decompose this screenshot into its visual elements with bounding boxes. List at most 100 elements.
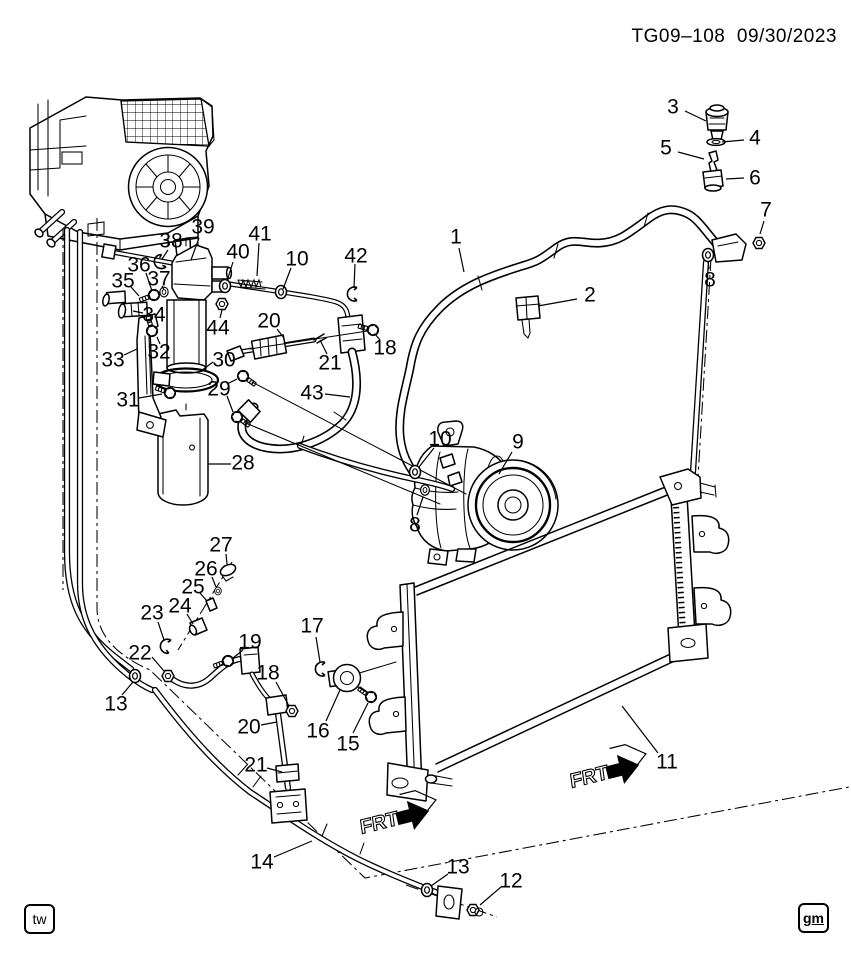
bracket-33 [136,313,162,431]
callout-13: 13 [446,856,469,879]
callout-leader-19 [232,649,244,659]
callout-leader-4 [721,139,745,143]
callout-leader-41 [256,242,260,277]
callout-20: 20 [257,310,280,333]
txv-block [171,244,213,301]
callout-29: 29 [207,378,230,401]
callout-leader-23 [157,621,165,641]
callout-leader-21 [319,339,328,355]
callout-10: 10 [285,248,308,271]
pipe-14 [151,686,463,920]
callout-37: 37 [147,268,170,291]
callout-leader-39 [190,237,200,261]
callout-leader-9 [498,451,513,475]
callout-leader-12 [479,886,502,906]
callout-leader-21 [266,767,283,773]
frt-arrowhead [605,754,640,785]
canister-28 [157,409,209,506]
callout-leader-40 [226,261,234,282]
condenser-mount-parts [327,661,397,693]
frt-label: FRT [359,808,401,839]
callout-leader-26 [211,576,217,588]
doc-code: TG09–108 [631,26,726,47]
callout-34: 34 [142,304,166,327]
callout-16: 16 [306,720,329,743]
callout-leader-17 [315,636,321,663]
callout-44: 44 [206,317,230,340]
callout-15: 15 [336,733,359,756]
callout-24: 24 [168,595,192,618]
callout-leader-8 [416,496,424,516]
callout-8: 8 [704,269,716,292]
callout-leader-10 [418,447,435,468]
condenser-inlet-pipe [689,258,710,476]
callout-leader-36 [145,272,153,292]
callout-31: 31 [116,389,139,412]
callout-leader-29 [226,378,238,385]
callout-leader-33 [123,348,138,356]
callout-21: 21 [318,352,341,375]
callout-22: 22 [128,642,151,665]
gm-logo: gm [798,903,829,933]
callout-20: 20 [237,716,260,739]
callout-leader-5 [677,151,705,160]
callout-28: 28 [231,452,254,475]
callout-leader-37 [161,285,165,291]
callout-1: 1 [450,226,462,249]
callout-35: 35 [111,270,134,293]
callout-32: 32 [147,341,170,364]
callout-30: 30 [212,349,235,372]
condenser-11 [366,468,732,802]
spring-41 [237,278,266,290]
callout-11: 11 [656,751,678,774]
callout-3: 3 [667,96,679,119]
callout-leader-1 [458,247,465,273]
callout-26: 26 [194,558,217,581]
callout-23: 23 [140,602,163,625]
callout-19: 19 [238,631,261,654]
heater-pipes [63,226,156,694]
callout-leader-6 [725,177,745,180]
callout-leader-20 [260,721,278,726]
callout-leader-11 [621,705,659,754]
callout-leader-18 [374,333,381,341]
callout-leader-13 [121,681,134,696]
callout-leader-7 [759,220,765,235]
callout-leader-13 [430,873,449,887]
callout-14: 14 [250,851,274,874]
callout-4: 4 [749,127,761,150]
callout-leader-25 [199,592,208,602]
small-parts [128,236,766,917]
callout-leader-18 [275,681,290,707]
callout-leader-30 [200,361,214,372]
callout-39: 39 [191,216,214,239]
callout-leader-32 [156,336,161,345]
callout-leader-14 [273,840,313,858]
charge-valve-stack [702,104,729,192]
callout-leader-29 [226,395,234,413]
hose-1 [395,205,747,507]
callout-27: 27 [209,534,232,557]
manifold-block [337,314,366,354]
receiver-drier-assembly [101,236,233,506]
callout-2: 2 [584,284,596,307]
callout-leader-43 [324,393,351,398]
callout-5: 5 [660,137,672,160]
callout-leader-2 [537,298,578,307]
callout-leader-27 [225,553,228,565]
callout-leader-35 [130,286,140,297]
lower-fittings [168,563,300,792]
callout-6: 6 [749,167,761,190]
frt-arrow-2: FRT [568,743,647,793]
callout-25: 25 [181,576,204,599]
callout-33: 33 [101,349,124,372]
callout-40: 40 [226,241,249,264]
callout-leader-10 [282,267,292,290]
callout-17: 17 [300,615,323,638]
callout-43: 43 [300,382,323,405]
hvac-module [29,96,215,265]
callout-leader-44 [219,309,223,319]
callout-leader-24 [186,613,194,625]
callout-leader-42 [353,263,356,289]
